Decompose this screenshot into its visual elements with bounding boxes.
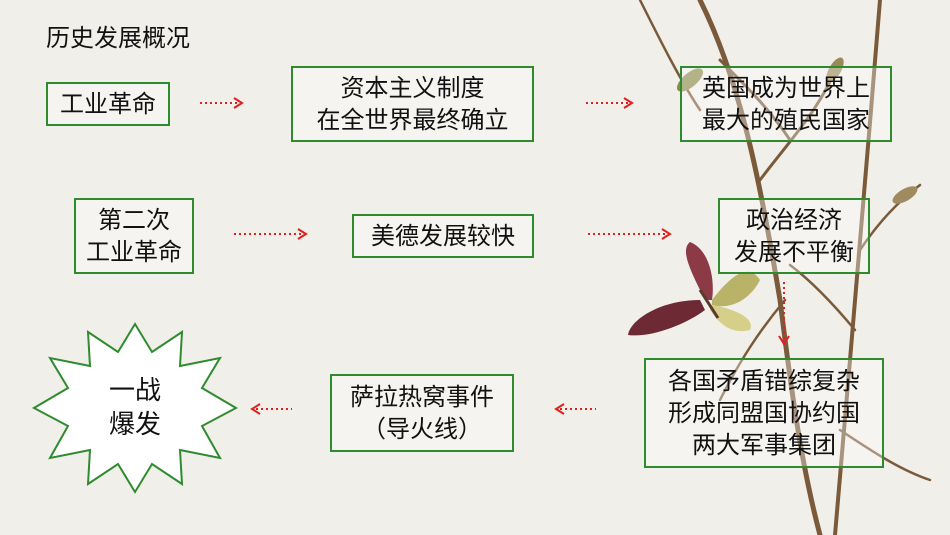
box-line: 在全世界最终确立	[316, 106, 509, 134]
box-military-blocs: 各国矛盾错综复杂 形成同盟国协约国 两大军事集团	[644, 358, 884, 468]
box-sarajevo-incident: 萨拉热窝事件 （导火线）	[330, 374, 514, 452]
box-uneven-development: 政治经济 发展不平衡	[718, 198, 870, 274]
box-line: 萨拉热窝事件	[350, 383, 494, 411]
box-line: 资本主义制度	[340, 74, 485, 102]
box-line: 两大军事集团	[692, 431, 836, 459]
box-industrial-revolution: 工业革命	[46, 82, 170, 126]
starburst-shape	[31, 322, 239, 494]
butterfly-decoration	[628, 242, 760, 336]
starburst-label: 一战 爆发	[30, 318, 240, 498]
box-line: 最大的殖民国家	[702, 106, 870, 134]
box-second-industrial-revolution: 第二次 工业革命	[74, 198, 194, 274]
starburst-line: 爆发	[108, 410, 161, 440]
box-label: 工业革命	[60, 90, 156, 118]
leaf-decoration	[676, 57, 918, 204]
box-line: 英国成为世界上	[702, 74, 870, 102]
arrow-down-icon	[778, 282, 790, 346]
box-line: （导火线）	[362, 415, 482, 443]
arrow-right-icon	[234, 228, 308, 240]
box-capitalism-established: 资本主义制度 在全世界最终确立	[291, 66, 534, 142]
page-title: 历史发展概况	[46, 24, 190, 52]
box-line: 形成同盟国协约国	[668, 399, 860, 427]
starburst-line: 一战	[108, 376, 161, 406]
arrow-right-icon	[588, 228, 672, 240]
box-line: 工业革命	[86, 238, 182, 266]
arrow-left-icon	[554, 403, 596, 415]
box-us-germany-rapid: 美德发展较快	[352, 214, 534, 258]
box-britain-colonial: 英国成为世界上 最大的殖民国家	[680, 66, 892, 142]
arrow-left-icon	[250, 403, 292, 415]
box-line: 各国矛盾错综复杂	[668, 367, 860, 395]
box-line: 发展不平衡	[734, 238, 854, 266]
box-line: 政治经济	[746, 206, 842, 234]
box-line: 第二次	[98, 206, 170, 234]
arrow-right-icon	[586, 97, 634, 109]
box-label: 美德发展较快	[371, 222, 515, 250]
branch-decoration	[638, 0, 932, 535]
starburst-ww1-outbreak: 一战 爆发	[30, 318, 240, 498]
arrow-right-icon	[200, 97, 244, 109]
